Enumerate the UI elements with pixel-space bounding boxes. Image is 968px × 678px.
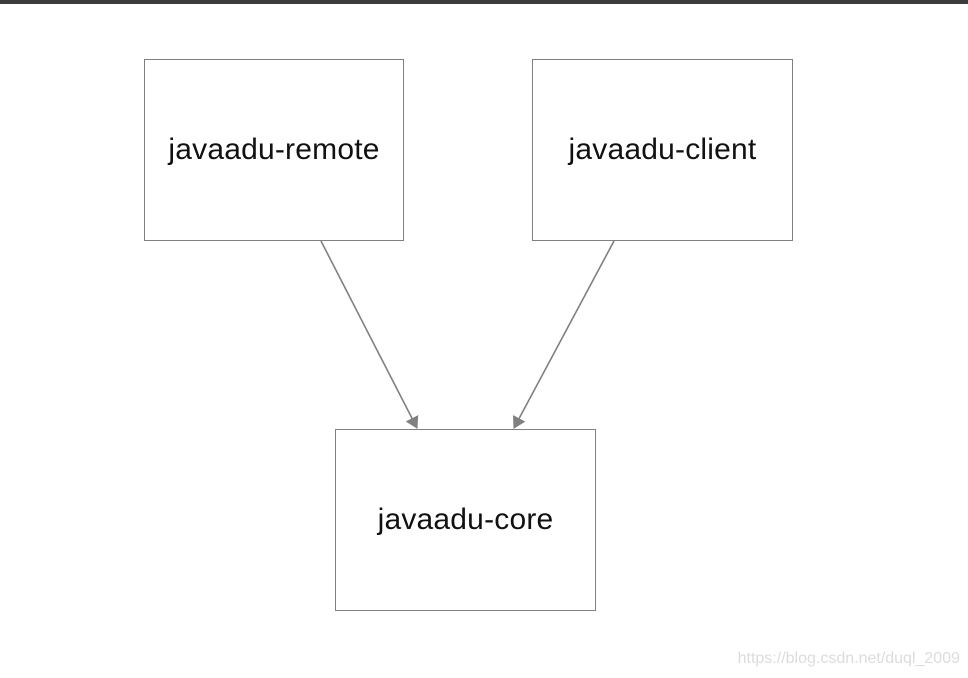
node-javaadu-core: javaadu-core [335,429,596,611]
top-border [0,0,968,4]
edge-client-to-core [513,240,615,429]
node-javaadu-client: javaadu-client [532,59,793,241]
edge-remote-to-core [320,240,419,429]
node-label: javaadu-client [568,133,757,166]
node-javaadu-remote: javaadu-remote [144,59,404,241]
node-label: javaadu-core [377,503,554,536]
node-label: javaadu-remote [168,133,380,166]
watermark-text: https://blog.csdn.net/duql_2009 [737,650,960,667]
